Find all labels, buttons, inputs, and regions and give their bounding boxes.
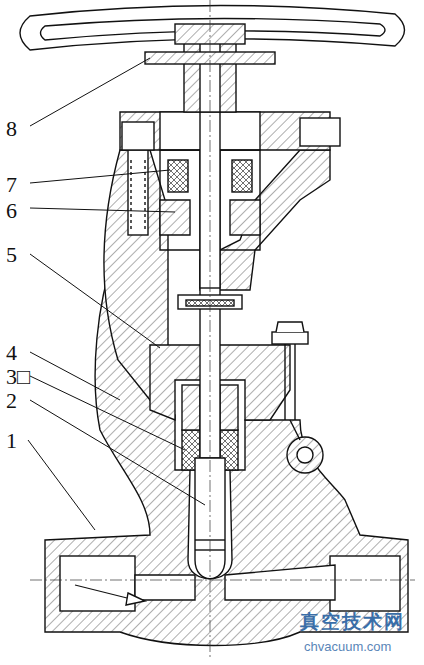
callout-number: 5 [6,244,17,266]
callout-number: 8 [6,118,17,140]
callout-number: 7 [6,174,17,196]
watermark: chvacuum.com [304,640,391,653]
callout-number: 4 [6,342,17,364]
callout-number: 1 [6,430,17,452]
watermark: 真空技术网 [300,612,405,631]
callout-number: 3□ [6,366,30,388]
callout-number: 2 [6,390,17,412]
callout-number: 6 [6,200,17,222]
